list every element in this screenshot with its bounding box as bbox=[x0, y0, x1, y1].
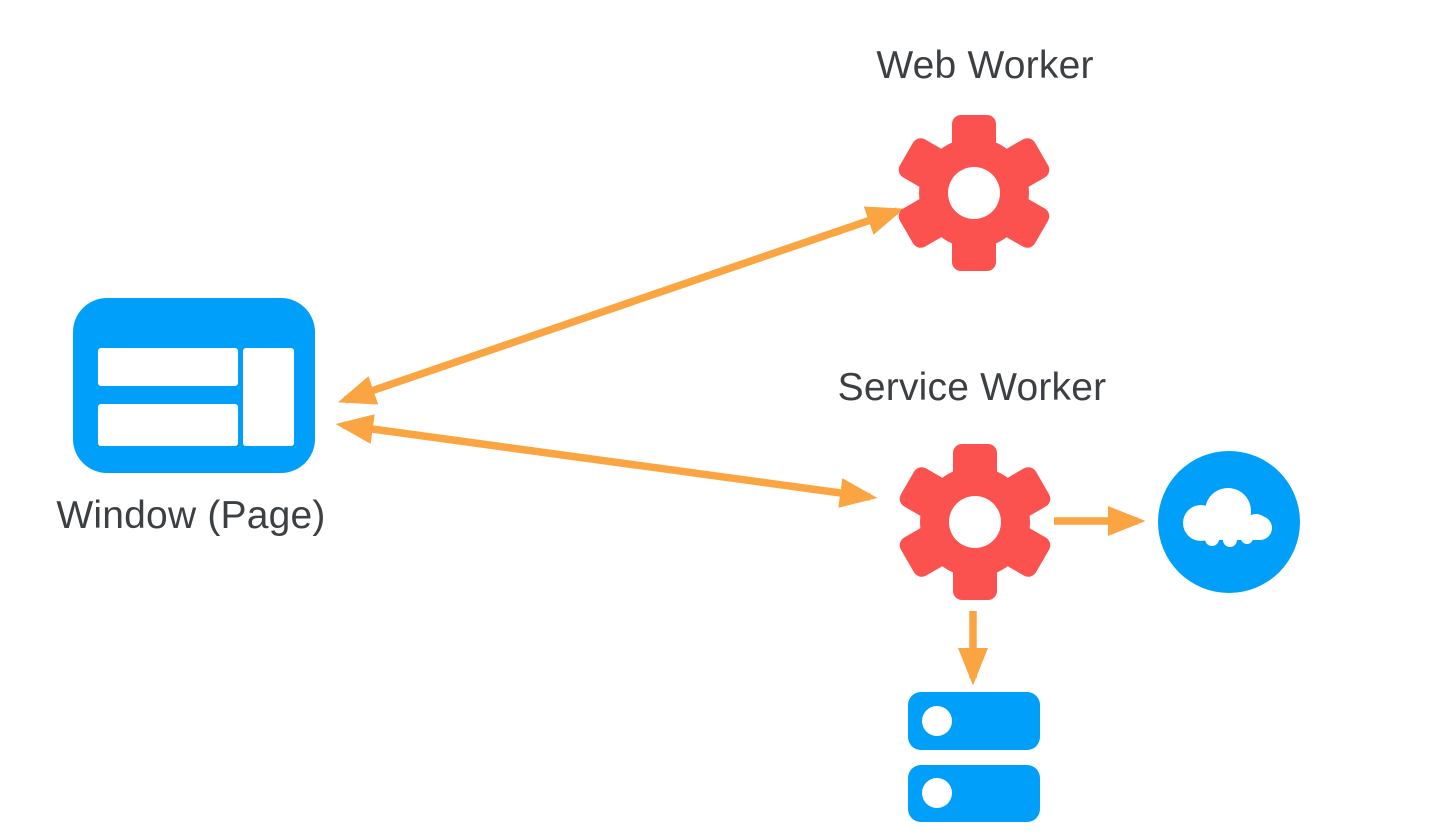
browser-window-icon bbox=[73, 298, 315, 473]
storage-database-icon bbox=[908, 692, 1040, 822]
service-worker-gear-icon bbox=[896, 444, 1054, 600]
web-worker-label: Web Worker bbox=[876, 44, 1094, 87]
web-worker-gear-icon bbox=[895, 115, 1053, 271]
window-serviceworker-bidirectional-arrow bbox=[335, 414, 878, 508]
service-worker-label: Service Worker bbox=[837, 366, 1107, 409]
window-webworker-bidirectional-arrow bbox=[337, 206, 905, 405]
edges bbox=[335, 206, 1146, 686]
network-cloud-icon bbox=[1158, 451, 1300, 593]
window-page-label: Window (Page) bbox=[56, 494, 326, 537]
